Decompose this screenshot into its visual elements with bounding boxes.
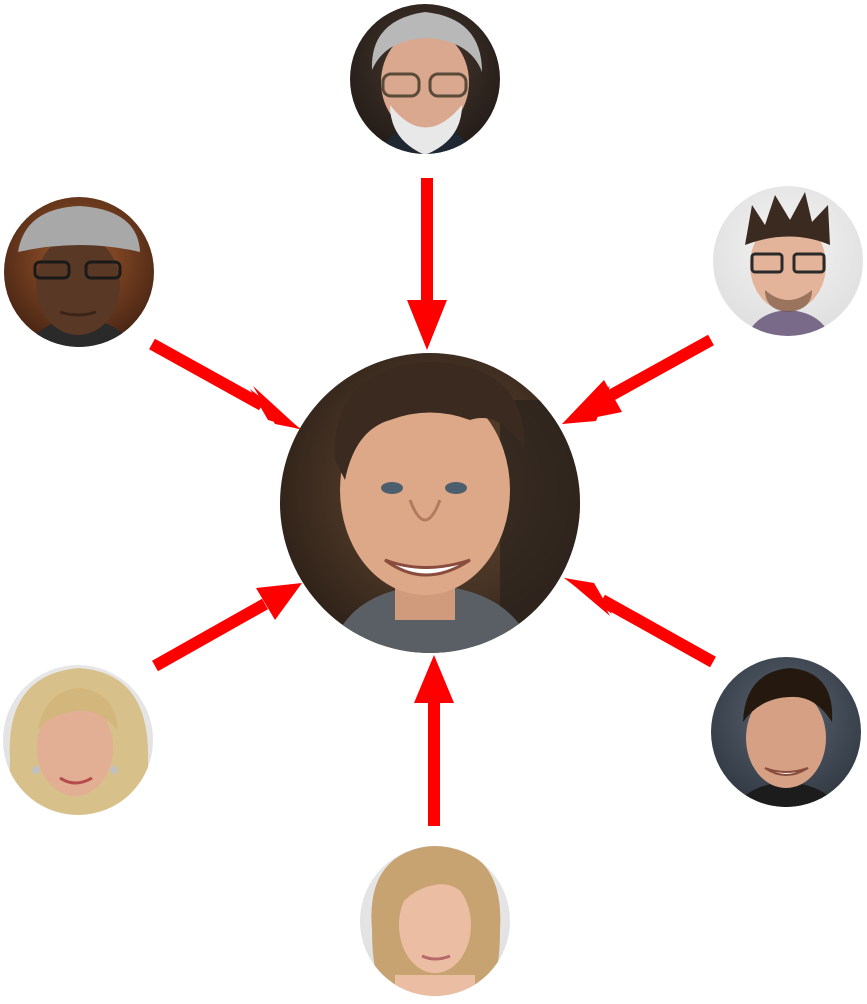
arrow-top-to-center [407, 178, 447, 350]
bottom-node-portrait [360, 846, 510, 996]
arrow-upper-left-to-center [149, 338, 302, 430]
lower-right-node-portrait [711, 657, 861, 807]
arrow-lower-left-to-center [152, 583, 302, 672]
upper-left-node-portrait [4, 197, 154, 347]
arrow-bottom-to-center [414, 655, 454, 826]
upper-right-node-portrait [713, 186, 863, 336]
lower-left-node-portrait [3, 665, 153, 815]
portrait-photo-icon [18, 206, 140, 347]
portrait-photo-icon [371, 12, 482, 154]
portrait-photo-icon [371, 846, 501, 996]
portrait-photo-icon [330, 361, 580, 653]
arrow-lower-right-to-center [564, 578, 716, 668]
top-node-portrait [350, 4, 500, 154]
portrait-photo-icon [745, 192, 832, 336]
arrows [149, 178, 716, 826]
arrow-upper-right-to-center [562, 334, 714, 424]
center-node-portrait [280, 353, 580, 653]
portrait-photo-icon [9, 668, 149, 815]
